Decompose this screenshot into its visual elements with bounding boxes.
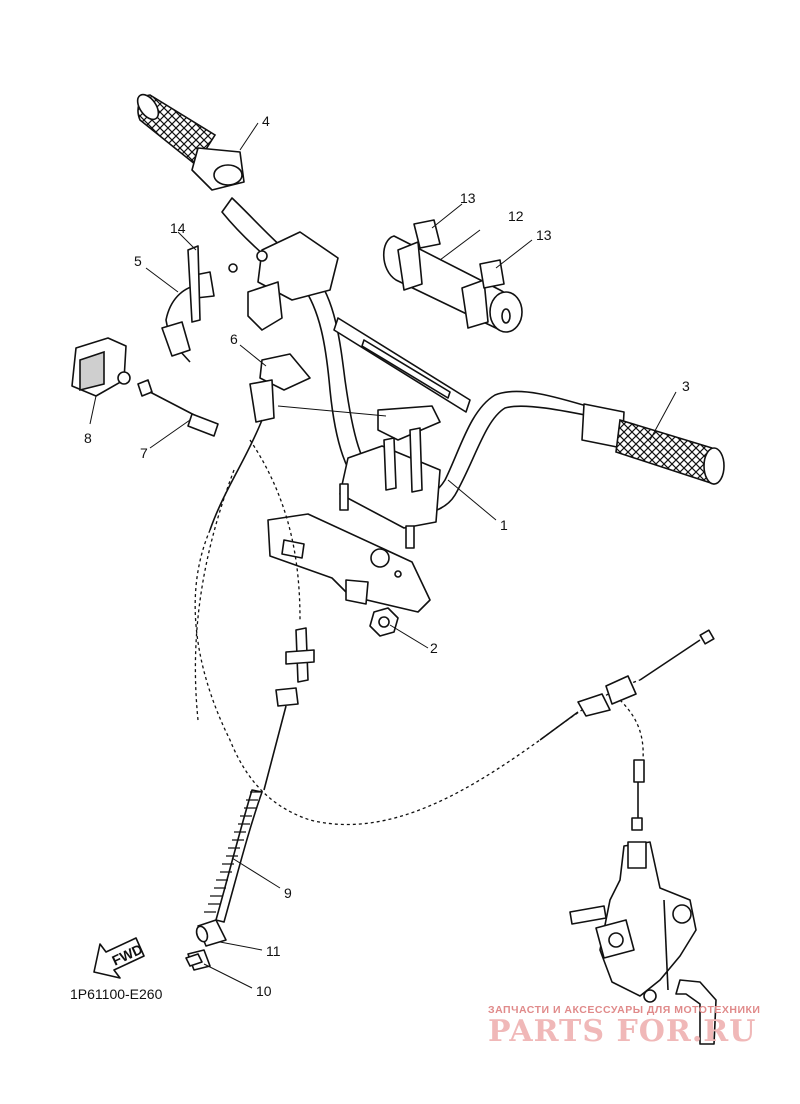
right-grip xyxy=(581,403,725,485)
callout-2: 2 xyxy=(430,640,438,656)
carb-cable xyxy=(539,629,715,831)
lever-bracket xyxy=(71,337,131,397)
adjuster-screw xyxy=(185,949,211,971)
callout-14: 14 xyxy=(170,220,186,236)
throttle-housing xyxy=(247,231,339,331)
callout-11: 11 xyxy=(266,943,281,959)
nut xyxy=(369,607,399,637)
carburetor xyxy=(569,841,717,1045)
watermark: ЗАПЧАСТИ И АКСЕССУАРЫ ДЛЯ МОТОТЕХНИКИ PA… xyxy=(488,1004,788,1049)
callout-4: 4 xyxy=(262,113,270,129)
callout-12: 12 xyxy=(508,208,524,224)
callout-8: 8 xyxy=(84,430,92,446)
callout-labels: 4 13 12 13 14 5 6 3 8 7 1 2 9 11 10 xyxy=(84,113,690,999)
fwd-arrow: FWD xyxy=(93,937,145,979)
handlebar xyxy=(221,197,611,516)
callout-3: 3 xyxy=(682,378,690,394)
handlebar-holder xyxy=(339,405,441,549)
cable-fittings xyxy=(137,245,238,437)
callout-13-top: 13 xyxy=(460,190,476,206)
cable-sleeve xyxy=(195,919,227,947)
callout-1: 1 xyxy=(500,517,508,533)
watermark-caption: ЗАПЧАСТИ И АКСЕССУАРЫ ДЛЯ МОТОТЕХНИКИ xyxy=(488,1004,761,1016)
leader-lines xyxy=(89,122,677,989)
left-grip-throttle xyxy=(136,93,245,191)
grip-sleeve xyxy=(382,219,523,333)
watermark-logo: PARTS FOR.RU xyxy=(488,1014,757,1049)
throttle-cable xyxy=(194,353,641,923)
callout-5: 5 xyxy=(134,253,142,269)
diagram-code: 1P61100-E260 xyxy=(70,986,163,1002)
callout-7: 7 xyxy=(140,445,148,461)
callout-10: 10 xyxy=(256,983,272,999)
callout-13-right: 13 xyxy=(536,227,552,243)
callout-9: 9 xyxy=(284,885,292,901)
callout-6: 6 xyxy=(230,331,238,347)
lower-bracket xyxy=(267,513,431,613)
